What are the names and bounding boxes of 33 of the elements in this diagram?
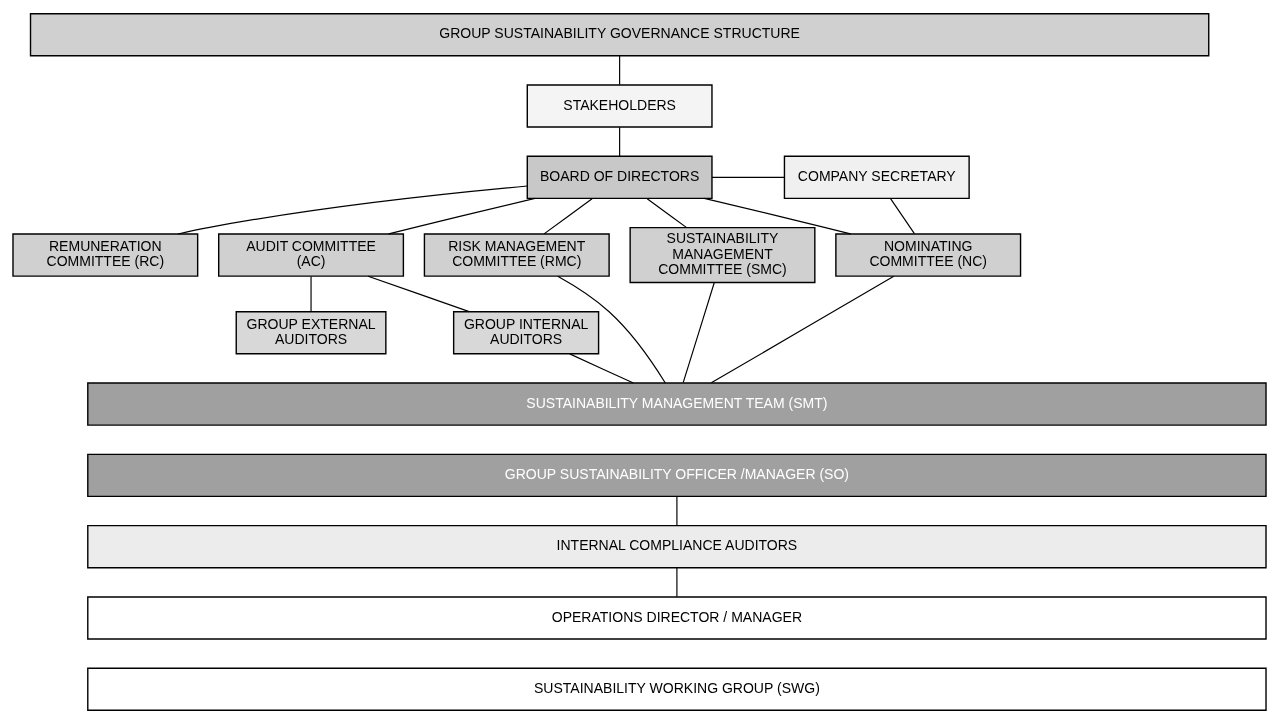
connector <box>676 495 678 526</box>
node-box: OPERATIONS DIRECTOR / MANAGER <box>87 596 1267 640</box>
connector <box>646 198 687 228</box>
connector <box>711 176 786 178</box>
node-box: AUDIT COMMITTEE (AC) <box>218 233 405 277</box>
connector <box>619 55 621 86</box>
node-box: SUSTAINABILITY MANAGEMENT COMMITTEE (SMC) <box>629 226 816 284</box>
node-box: BOARD OF DIRECTORS <box>526 155 713 200</box>
connector <box>619 126 621 157</box>
connector <box>367 275 470 313</box>
connector <box>676 567 678 598</box>
connector <box>543 198 593 235</box>
node-box: GROUP SUSTAINABILITY OFFICER /MANAGER (SO) <box>87 453 1267 498</box>
connector <box>710 275 895 384</box>
node-box: NOMINATING COMMITTEE (NC) <box>835 233 1022 277</box>
connector <box>703 197 852 235</box>
connector <box>177 185 528 235</box>
node-box: RISK MANAGEMENT COMMITTEE (RMC) <box>423 233 610 277</box>
connector <box>557 275 666 384</box>
connector <box>569 353 634 384</box>
node-box: SUSTAINABILITY WORKING GROUP (SWG) <box>87 667 1267 712</box>
connector <box>889 198 915 235</box>
connector <box>310 275 312 312</box>
connector <box>387 197 536 235</box>
node-box: REMUNERATION COMMITTEE (RC) <box>12 233 199 277</box>
node-box: GROUP INTERNAL AUDITORS <box>452 311 600 355</box>
node-box: GROUP EXTERNAL AUDITORS <box>235 311 387 355</box>
node-box: SUSTAINABILITY MANAGEMENT TEAM (SMT) <box>87 382 1267 426</box>
connector <box>682 282 715 384</box>
node-box: STAKEHOLDERS <box>526 84 713 128</box>
node-box: GROUP SUSTAINABILITY GOVERNANCE STRUCTURE <box>29 13 1210 57</box>
node-box: COMPANY SECRETARY <box>783 155 970 200</box>
node-box: INTERNAL COMPLIANCE AUDITORS <box>87 524 1267 569</box>
